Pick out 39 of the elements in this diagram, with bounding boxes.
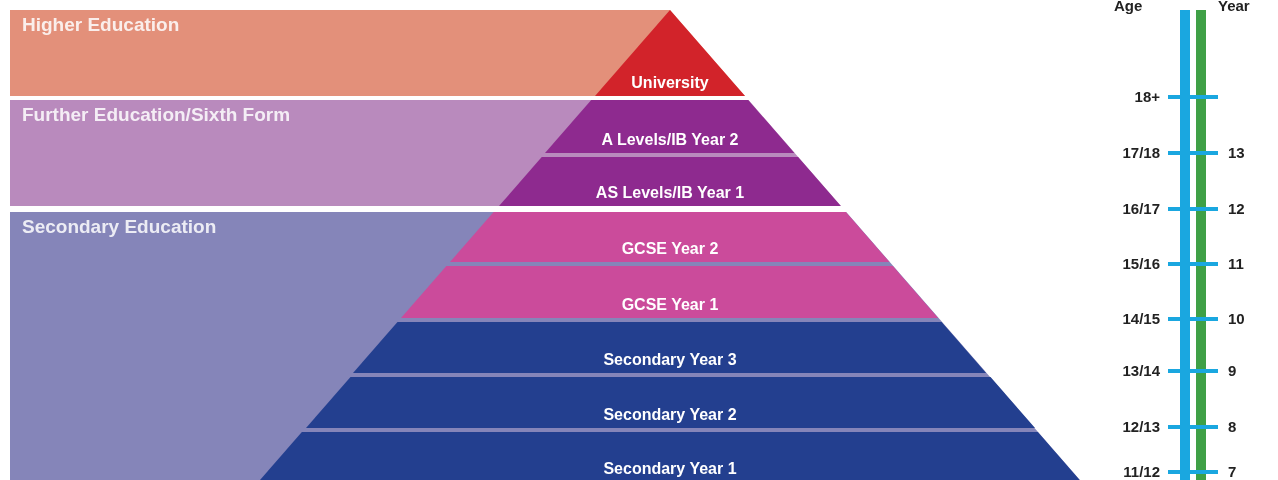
stage-band [10,10,745,96]
tier-label: GCSE Year 1 [620,296,720,314]
column-heading: Age [1114,0,1143,14]
age-label: 11/12 [1123,463,1160,480]
tier-label: GCSE Year 2 [620,240,720,258]
column-heading: Year [1218,0,1250,14]
age-label: 15/16 [1122,255,1160,272]
pyramid-tier [499,157,841,206]
year-label: 10 [1228,310,1245,327]
age-label: 12/13 [1122,418,1160,435]
year-label: 8 [1228,418,1237,435]
pyramid-tier [353,322,987,373]
year-label: 7 [1228,463,1237,480]
stage-heading: Further Education/Sixth Form [22,104,291,126]
year-label: 12 [1228,200,1245,217]
year-label: 13 [1228,144,1245,161]
stage-heading: Secondary Education [22,216,217,238]
stage-heading: Higher Education [22,14,180,36]
pyramid-tier [450,212,890,262]
pyramid-tier [401,266,939,318]
stage-band [10,212,1080,480]
tier-label: A Levels/IB Year 2 [600,131,740,149]
age-label: 14/15 [1122,310,1160,327]
age-label: 13/14 [1122,362,1160,379]
tier-label: Secondary Year 2 [602,406,738,424]
age-label: 17/18 [1122,144,1160,161]
year-label: 11 [1228,255,1244,272]
stage-band [10,100,841,206]
tier-label: University [630,74,710,92]
age-label: 16/17 [1122,200,1160,217]
pyramid-tier [595,10,745,96]
tier-label: Secondary Year 1 [602,460,738,478]
pyramid-tier [545,100,795,153]
tier-label: Secondary Year 3 [602,351,738,369]
pyramid-tier [260,432,1080,480]
tier-label: AS Levels/IB Year 1 [594,184,746,202]
age-label: 18+ [1134,88,1160,105]
pyramid-tier [305,377,1035,428]
year-label: 9 [1228,362,1237,379]
